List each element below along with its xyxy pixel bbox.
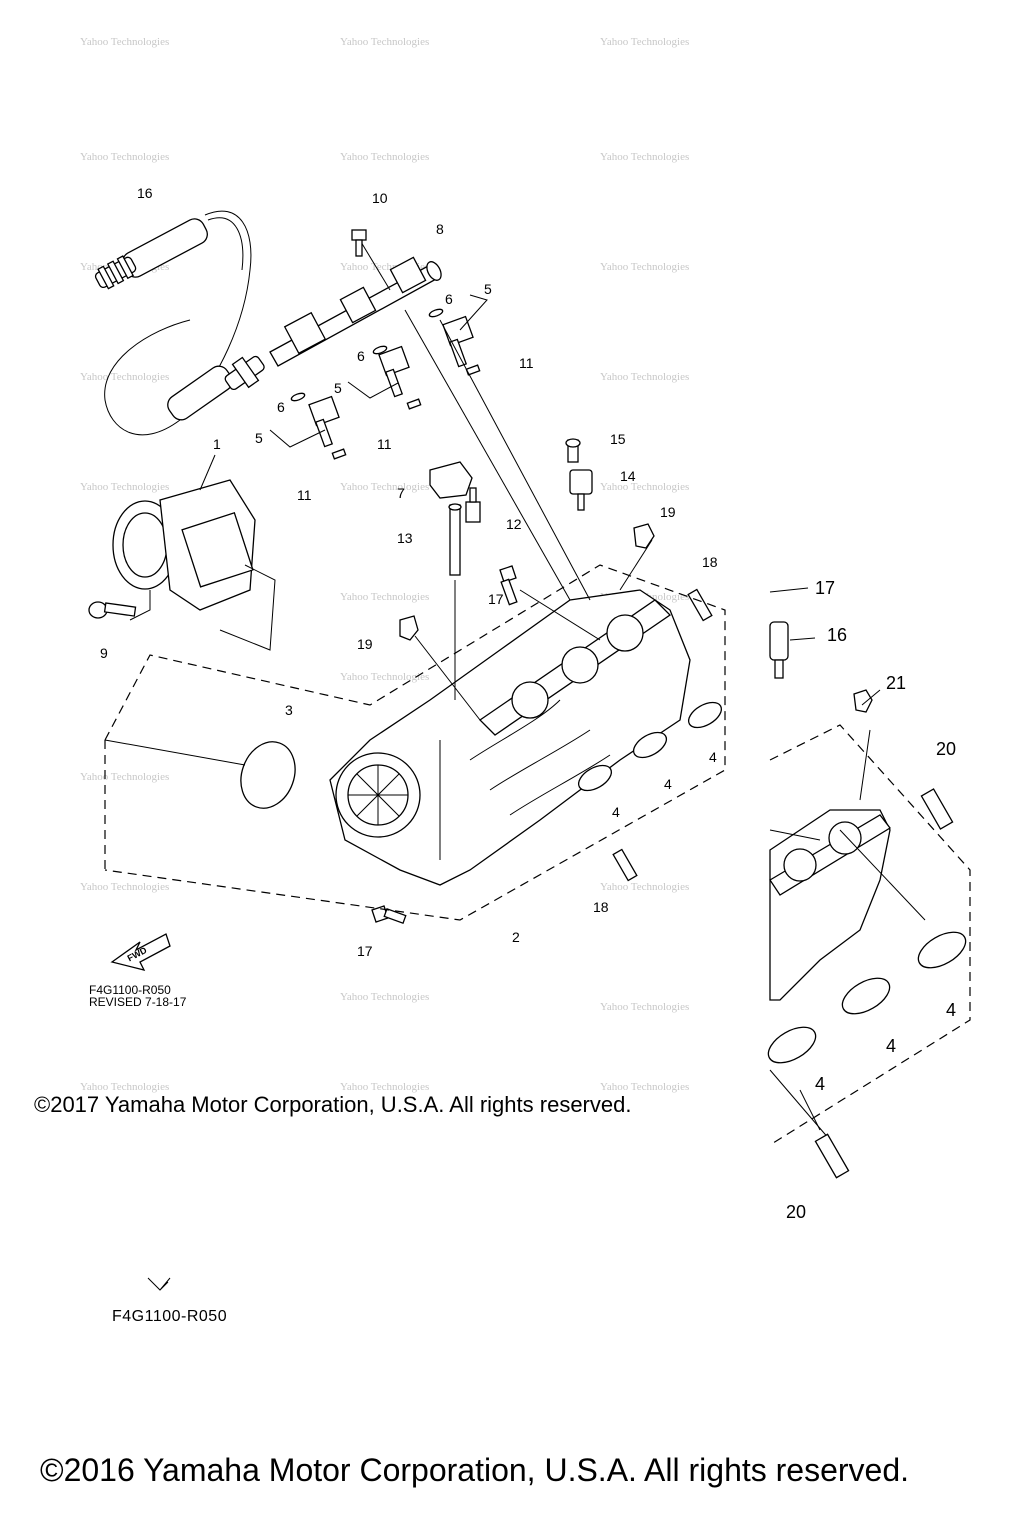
callout-6: 6 — [277, 399, 285, 415]
callout-1: 1 — [213, 436, 221, 452]
callout-16: 16 — [137, 185, 153, 201]
callout-12: 12 — [506, 516, 522, 532]
watermark: Yahoo Technologies — [600, 261, 689, 273]
arrow-fragment-icon — [147, 1277, 171, 1291]
callout-20: 20 — [936, 739, 956, 759]
watermark: Yahoo Technologies — [600, 371, 689, 383]
throttle-body — [112, 454, 276, 651]
bolt — [351, 229, 367, 257]
callout-5: 5 — [334, 380, 342, 396]
diagram-revised-date: REVISED 7-18-17 — [89, 995, 187, 1009]
assembly-boundaries — [104, 309, 726, 921]
fasteners — [371, 523, 713, 925]
watermark: Yahoo Technologies — [340, 151, 429, 163]
diagram-ref-code: F4G1100-R050 — [89, 983, 171, 997]
callout-17: 17 — [815, 578, 835, 598]
callout-8: 8 — [436, 221, 444, 237]
callout-19: 19 — [660, 504, 676, 520]
callout-19: 19 — [357, 636, 373, 652]
watermark: Yahoo Technologies — [340, 991, 429, 1003]
watermark: Yahoo Technologies — [80, 36, 169, 48]
callout-7: 7 — [397, 485, 405, 501]
callout-20: 20 — [786, 1202, 806, 1222]
gaskets — [577, 701, 723, 792]
callouts: 16 10 8 5 6 11 6 5 6 5 11 1 15 14 7 11 1… — [100, 185, 956, 1222]
callout-17: 17 — [357, 943, 373, 959]
watermark: Yahoo Technologies — [340, 1081, 429, 1093]
fuel-rail — [269, 231, 442, 367]
callout-10: 10 — [372, 190, 388, 206]
callout-18: 18 — [593, 899, 609, 915]
watermark: Yahoo Technologies — [80, 771, 169, 783]
callout-5: 5 — [255, 430, 263, 446]
watermark: Yahoo Technologies — [80, 371, 169, 383]
callout-13: 13 — [397, 530, 413, 546]
callout-4: 4 — [664, 776, 672, 792]
callout-4: 4 — [886, 1036, 896, 1056]
copyright-2017: ©2017 Yamaha Motor Corporation, U.S.A. A… — [34, 1092, 632, 1117]
watermark: Yahoo Technologies — [600, 36, 689, 48]
callout-18: 18 — [702, 554, 718, 570]
inset-manifold — [767, 587, 971, 1179]
watermark: Yahoo Technologies — [600, 1081, 689, 1093]
diagram-ref-code-lower: F4G1100-R050 — [112, 1308, 228, 1325]
callout-16: 16 — [827, 625, 847, 645]
copyright-2016: ©2016 Yamaha Motor Corporation, U.S.A. A… — [40, 1452, 910, 1488]
injectors — [269, 294, 488, 460]
watermark: Yahoo Technologies — [600, 1001, 689, 1013]
callout-4: 4 — [815, 1074, 825, 1094]
watermark: Yahoo Technologies — [600, 881, 689, 893]
callout-14: 14 — [620, 468, 636, 484]
forward-arrow-icon: FWD — [110, 933, 171, 971]
fuel-hose — [94, 210, 265, 436]
watermark: Yahoo Technologies — [340, 36, 429, 48]
watermark: Yahoo Technologies — [340, 481, 429, 493]
watermark: Yahoo Technologies — [80, 151, 169, 163]
watermark: Yahoo Technologies — [80, 1081, 169, 1093]
sensors — [565, 438, 593, 511]
watermark: Yahoo Technologies — [600, 151, 689, 163]
watermark: Yahoo Technologies — [340, 591, 429, 603]
watermark: Yahoo Technologies — [600, 481, 689, 493]
callout-15: 15 — [610, 431, 626, 447]
callout-9: 9 — [100, 645, 108, 661]
callout-6: 6 — [357, 348, 365, 364]
watermark: Yahoo Technologies — [80, 881, 169, 893]
sensors — [429, 461, 481, 576]
watermark: Yahoo Technologies — [80, 481, 169, 493]
intake-manifold — [329, 589, 691, 886]
callout-21: 21 — [886, 673, 906, 693]
callout-11: 11 — [519, 355, 534, 371]
callout-17: 17 — [488, 591, 504, 607]
callout-11: 11 — [297, 487, 312, 503]
callout-4: 4 — [946, 1000, 956, 1020]
callout-2: 2 — [512, 929, 520, 945]
callout-11: 11 — [377, 436, 392, 452]
watermark: Yahoo Technologies — [340, 671, 429, 683]
callout-4: 4 — [612, 804, 620, 820]
callout-3: 3 — [285, 702, 293, 718]
bolt — [88, 590, 151, 621]
callout-6: 6 — [445, 291, 453, 307]
callout-4: 4 — [709, 749, 717, 765]
o-ring — [240, 741, 296, 809]
callout-5: 5 — [484, 281, 492, 297]
